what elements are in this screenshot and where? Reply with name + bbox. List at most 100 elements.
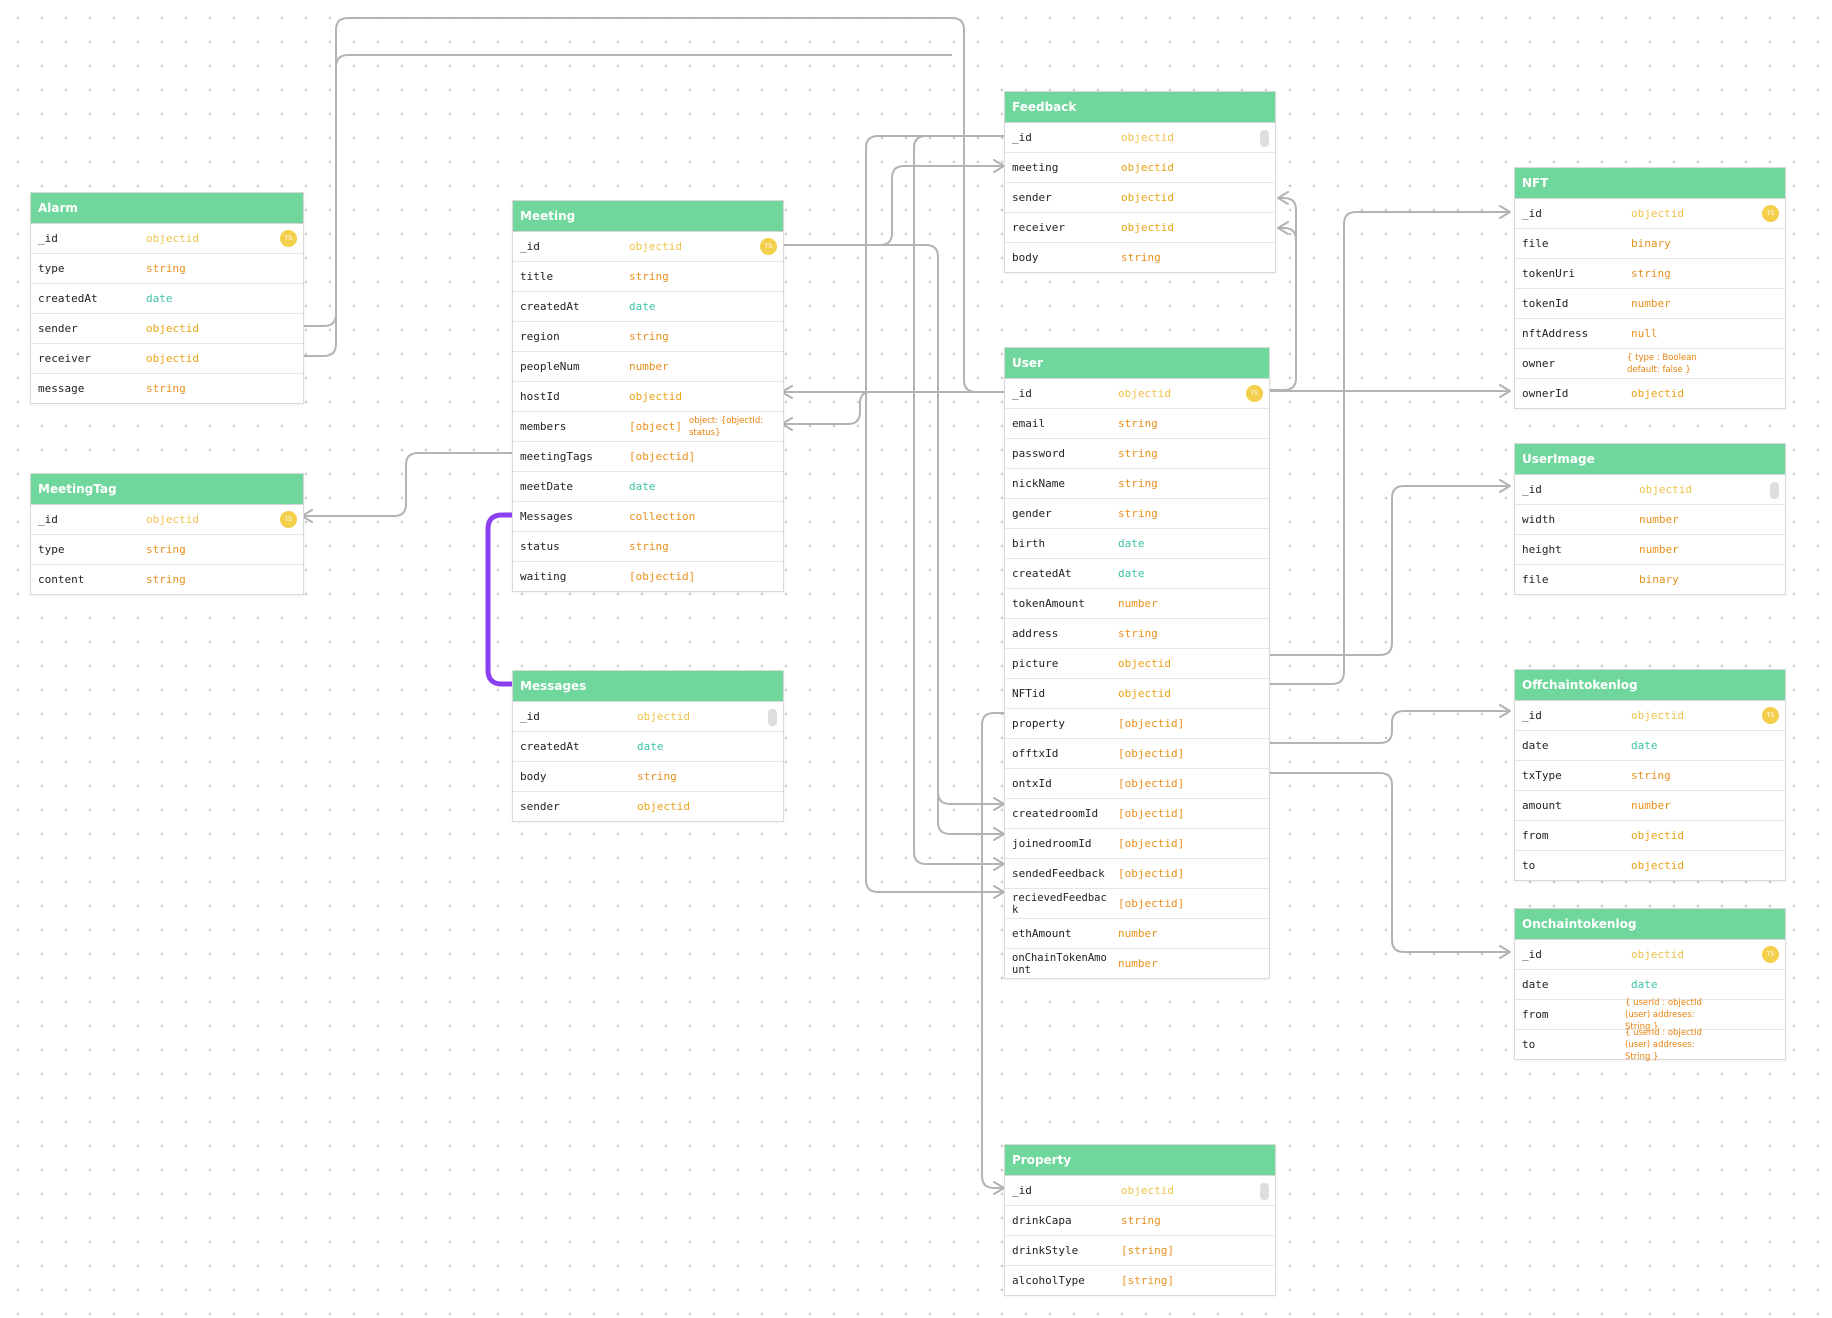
field-row[interactable]: owner{ type : Boolean default: false } bbox=[1515, 348, 1785, 378]
field-row[interactable]: to{ userId : objectId (user) addreses: S… bbox=[1515, 1028, 1785, 1062]
field-row[interactable]: joinedroomId[objectid] bbox=[1005, 828, 1269, 858]
scroll-handle-icon[interactable] bbox=[1260, 1183, 1269, 1200]
field-row[interactable]: offtxId[objectid] bbox=[1005, 738, 1269, 768]
field-type: string bbox=[1121, 251, 1161, 264]
scroll-handle-icon[interactable] bbox=[768, 709, 777, 726]
field-row[interactable]: meetingTags[objectid] bbox=[513, 441, 783, 471]
field-row[interactable]: createdroomId[objectid] bbox=[1005, 798, 1269, 828]
field-row[interactable]: recievedFeedback[objectid] bbox=[1005, 888, 1269, 918]
field-row[interactable]: alcoholType[string] bbox=[1005, 1265, 1275, 1295]
field-type: objectid bbox=[1631, 207, 1684, 220]
field-name: _id bbox=[38, 231, 58, 245]
scroll-handle-icon[interactable] bbox=[1260, 130, 1269, 147]
field-name: from bbox=[1522, 828, 1549, 842]
field-type: string bbox=[146, 543, 186, 556]
field-type: date bbox=[629, 300, 656, 313]
scroll-handle-icon[interactable] bbox=[1770, 482, 1779, 499]
field-row[interactable]: sendedFeedback[objectid] bbox=[1005, 858, 1269, 888]
field-row[interactable]: property[objectid] bbox=[1005, 708, 1269, 738]
field-row[interactable]: ontxId[objectid] bbox=[1005, 768, 1269, 798]
field-row[interactable]: members[object]object: {objectId: status… bbox=[513, 411, 783, 441]
field-row[interactable]: from{ userId : objectId (user) addreses:… bbox=[1515, 998, 1785, 1032]
field-row[interactable]: waiting[objectid] bbox=[513, 561, 783, 591]
field-row[interactable]: drinkStyle[string] bbox=[1005, 1235, 1275, 1265]
field-name: height bbox=[1522, 542, 1562, 556]
field-name: _id bbox=[1522, 206, 1542, 220]
field-name: _id bbox=[38, 512, 58, 526]
field-type: objectid bbox=[1639, 483, 1692, 496]
